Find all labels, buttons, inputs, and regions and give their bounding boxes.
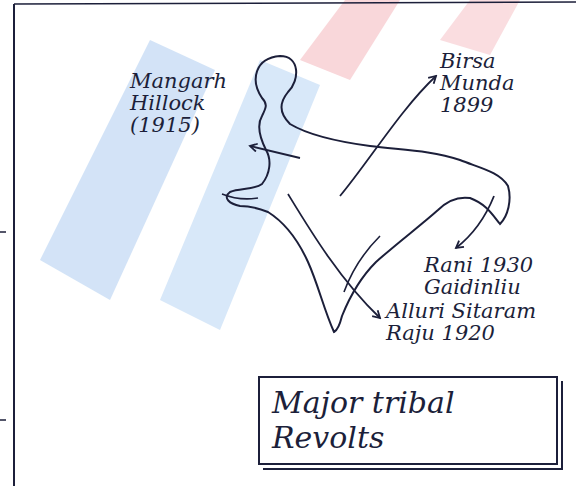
revolt-label: Alluri Sitaram Raju 1920 [386, 300, 562, 344]
title-box: Major tribal Revolts [258, 376, 558, 465]
revolt-label: Birsa Munda 1899 [440, 50, 550, 116]
revolt-label: Rani 1930 Gaidinliu [424, 254, 570, 298]
page-border [14, 2, 576, 4]
leader-arrow [340, 76, 436, 196]
margin-mark [0, 232, 6, 420]
leader-arrow [456, 196, 494, 248]
revolt-label: Mangarh Hillock (1915) [130, 70, 242, 136]
gulf-stroke [222, 194, 258, 199]
leader-arrow [250, 146, 300, 158]
leader-arrow [288, 194, 380, 318]
box-title: Major tribal Revolts [260, 378, 556, 463]
sketch-stroke [344, 236, 380, 292]
page-border [13, 4, 15, 486]
